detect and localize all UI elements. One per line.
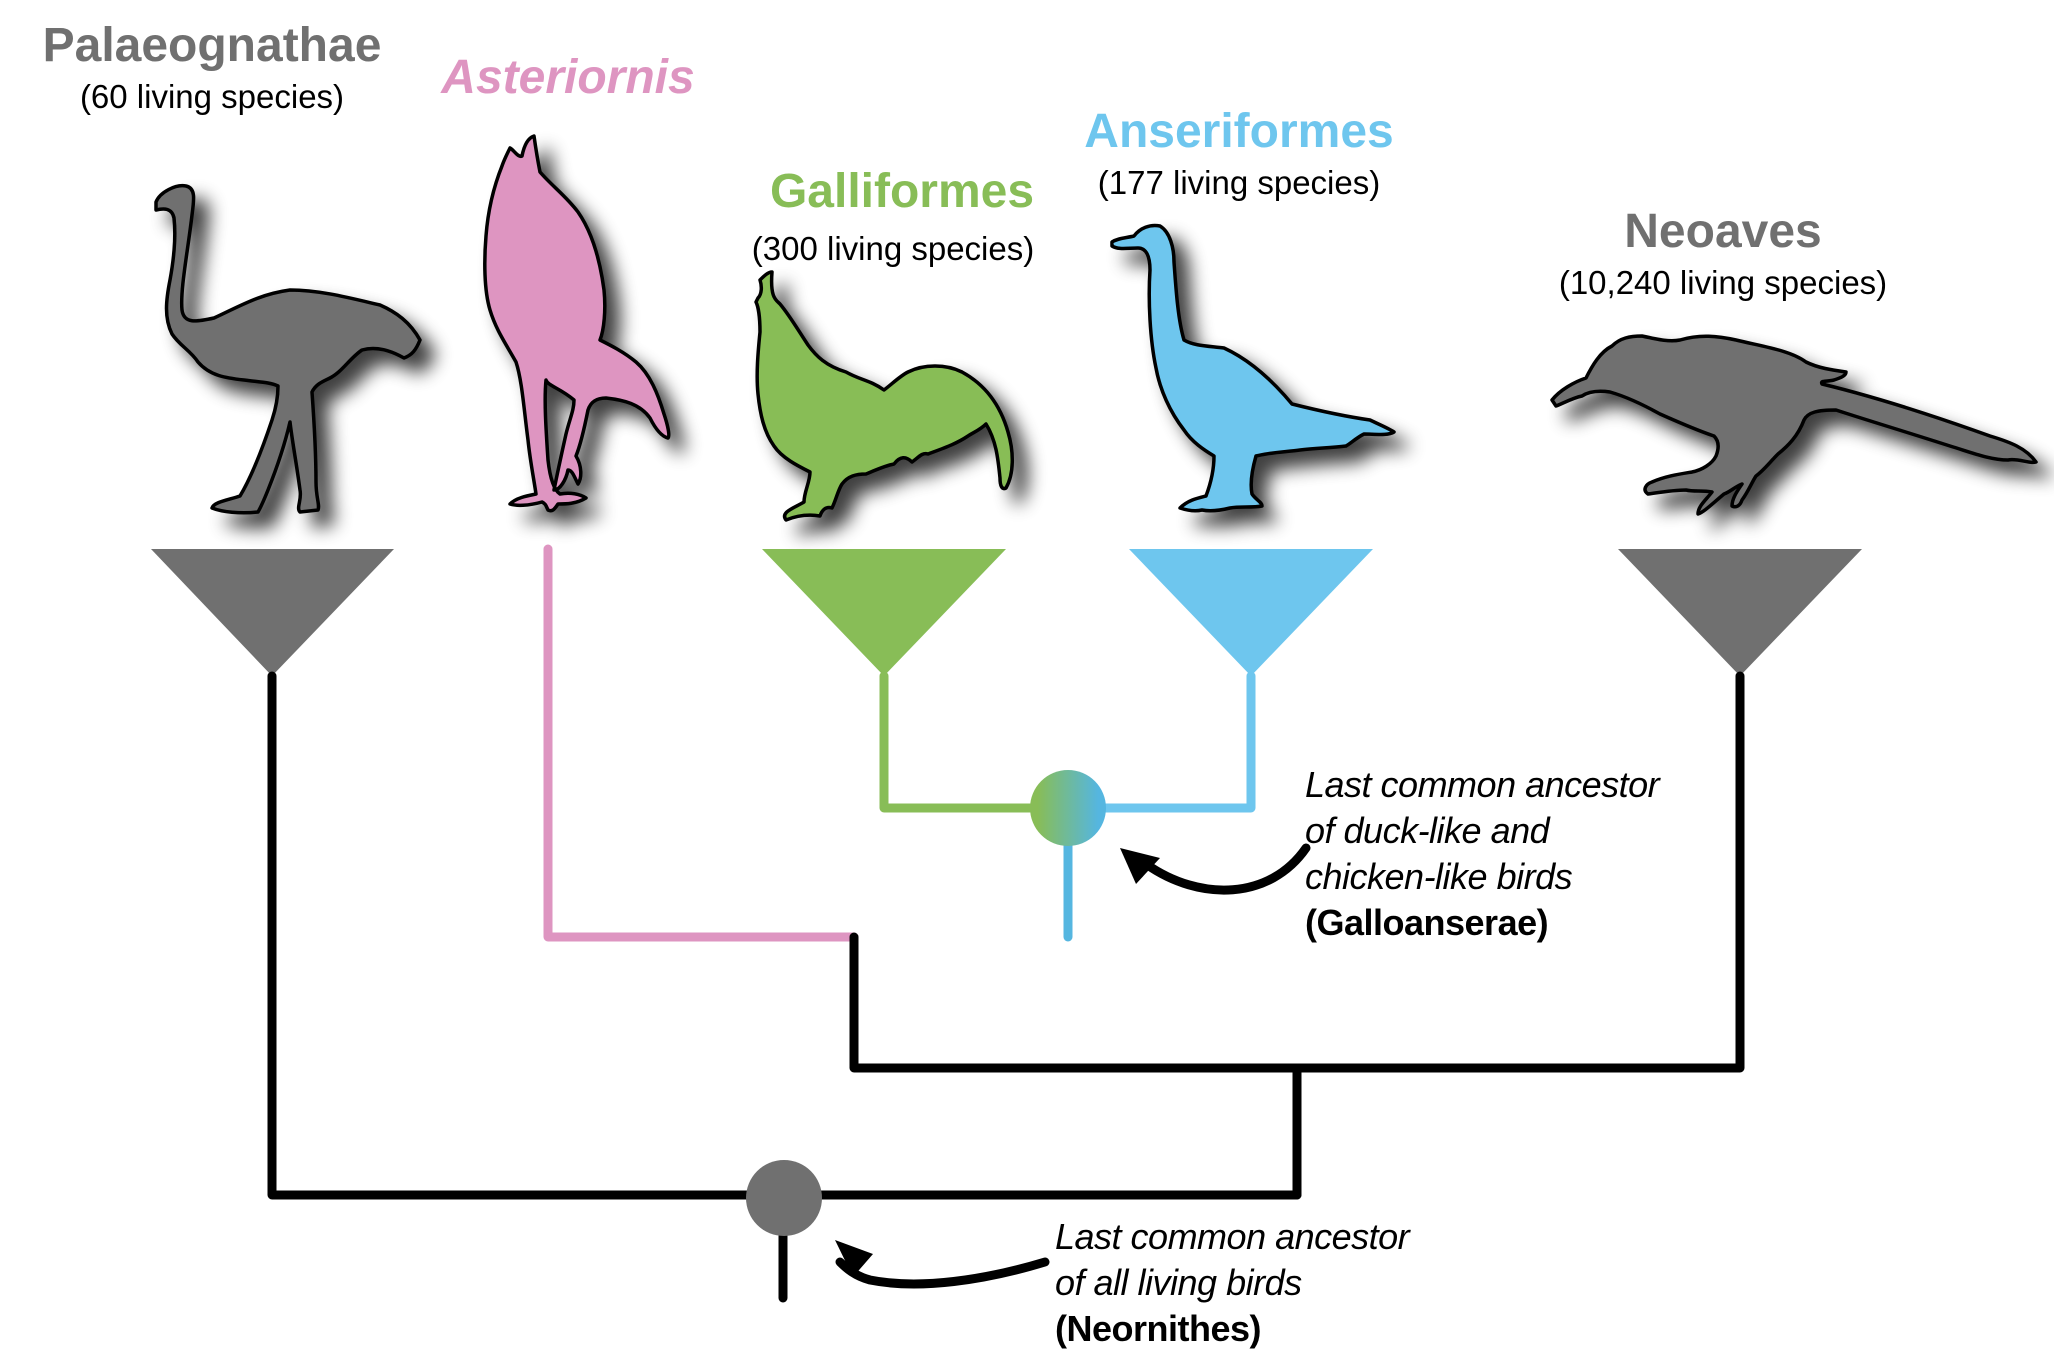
root-branch [267, 671, 1302, 1200]
annotation-line: Last common ancestor [1305, 764, 1660, 805]
annotation-clade-name: (Galloanserae) [1305, 902, 1549, 943]
palaeognathae-clade-triangle [151, 549, 394, 676]
galloanserae-arrow-icon [1120, 843, 1311, 895]
asteriornis-silhouette-icon [483, 134, 671, 513]
galliformes-species-count: (300 living species) [751, 230, 1035, 267]
anseriformes-title: Anseriformes [1084, 105, 1394, 158]
annotation-line: of all living birds [1055, 1262, 1302, 1303]
galliformes-title: Galliformes [769, 165, 1035, 218]
songbird-silhouette-icon [1550, 334, 2038, 516]
galliformes-clade-triangle [762, 549, 1006, 676]
asteriornis-title: Asteriornis [441, 51, 695, 104]
neornithes-arrow-icon [835, 1240, 1050, 1289]
anseriformes-species-count: (177 living species) [1097, 164, 1381, 201]
ostrich-silhouette-icon [154, 183, 422, 515]
annotation-line: of duck-like and [1305, 810, 1550, 851]
goose-silhouette-icon [1110, 223, 1396, 513]
asteriornis-branch [543, 544, 859, 942]
galloanserae-annotation: Last common ancestor of duck-like and ch… [1305, 762, 1660, 946]
neornithes-node [746, 1160, 822, 1236]
annotation-line: Last common ancestor [1055, 1216, 1410, 1257]
neoaves-clade-triangle [1618, 549, 1862, 676]
chicken-silhouette-icon [754, 270, 1014, 522]
galloanserae-node [1030, 770, 1106, 846]
palaeognathae-species-count: (60 living species) [79, 78, 345, 115]
anseriformes-branch [1101, 671, 1256, 813]
annotation-line: chicken-like birds [1305, 856, 1573, 897]
anseriformes-clade-triangle [1129, 549, 1373, 676]
galliformes-branch [879, 671, 1035, 813]
neoaves-title: Neoaves [1624, 205, 1822, 258]
neornithes-annotation: Last common ancestor of all living birds… [1055, 1214, 1410, 1352]
palaeognathae-title: Palaeognathae [42, 19, 382, 72]
neoaves-species-count: (10,240 living species) [1558, 264, 1888, 301]
annotation-clade-name: (Neornithes) [1055, 1308, 1262, 1349]
